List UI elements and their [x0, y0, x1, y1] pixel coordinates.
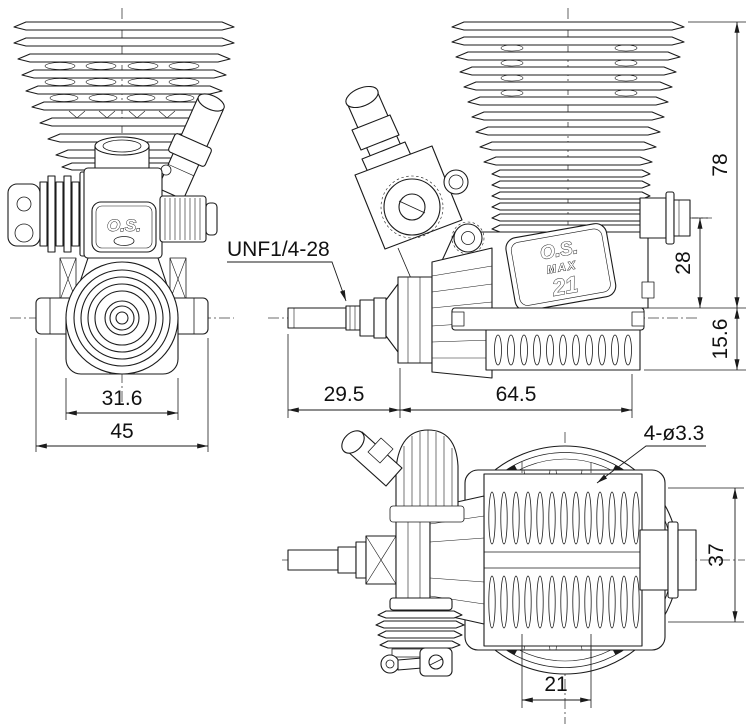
side-cooling-fins — [451, 21, 685, 166]
dim-hole-spacing: 21 — [521, 634, 592, 708]
front-crank-housing — [65, 261, 179, 375]
side-exhaust-outlet — [639, 191, 691, 245]
dim-body-length: 64.5 — [400, 374, 633, 418]
dim-front-mount-span: 45 — [35, 338, 209, 452]
dim-text-45: 45 — [110, 420, 133, 443]
side-fin-vents — [500, 44, 638, 97]
side-drive-hub — [397, 276, 433, 364]
throttle-ball-link — [380, 654, 400, 674]
dim-text-28: 28 — [672, 251, 695, 274]
side-view: O.S. MAX 21 — [227, 8, 746, 418]
side-needle-valve — [453, 223, 483, 253]
label-crankshaft-thread: UNF1/4-28 — [227, 238, 347, 302]
bottom-exhaust-outlet — [639, 521, 697, 599]
bottom-view: 4-ø3.3 37 21 — [282, 422, 745, 724]
thread-label-text: UNF1/4-28 — [227, 238, 330, 261]
front-logo-plate — [91, 201, 157, 253]
side-carb-ring — [443, 169, 469, 195]
holes-label-text: 4-ø3.3 — [644, 422, 705, 445]
side-logo-21: 21 — [549, 271, 580, 301]
side-cylinder-fins — [491, 169, 651, 233]
dim-text-29-5: 29.5 — [324, 383, 365, 406]
side-logo-max: MAX — [546, 259, 578, 276]
bottom-crankshaft — [287, 495, 485, 625]
crankshaft-thread — [345, 305, 361, 331]
dim-overall-height: 78 — [648, 21, 746, 309]
label-mount-holes: 4-ø3.3 — [596, 422, 706, 484]
dim-shaft-length: 29.5 — [287, 334, 401, 418]
front-fin-vents — [44, 62, 200, 119]
front-logo-text: O.S. — [107, 216, 141, 235]
dim-text-78: 78 — [709, 153, 732, 176]
side-logo-plate: O.S. MAX 21 — [505, 223, 617, 312]
dim-text-21: 21 — [544, 673, 567, 696]
front-carb-tube — [158, 93, 225, 199]
dim-exhaust-height: 28 — [672, 217, 708, 308]
dim-text-31-6: 31.6 — [102, 387, 143, 410]
dim-front-crankcase-width: 31.6 — [65, 378, 179, 420]
front-knurled-adjuster — [159, 195, 218, 243]
bottom-muffler-linkage — [375, 597, 465, 677]
side-mount-lugs — [451, 307, 645, 371]
bottom-front-housing — [429, 495, 485, 625]
bottom-fin-block — [483, 473, 643, 647]
front-crankcase: O.S. — [83, 167, 163, 259]
dim-mount-lug-height: 15.6 — [644, 308, 746, 371]
front-view: O.S. — [7, 8, 235, 452]
bottom-carburetor — [341, 429, 465, 523]
dim-mount-width: 37 — [668, 487, 744, 623]
side-carburetor — [345, 85, 485, 291]
dim-text-64-5: 64.5 — [496, 383, 537, 406]
dim-text-37: 37 — [705, 543, 728, 566]
side-crankshaft — [287, 276, 433, 364]
dim-text-15-6: 15.6 — [709, 319, 732, 360]
